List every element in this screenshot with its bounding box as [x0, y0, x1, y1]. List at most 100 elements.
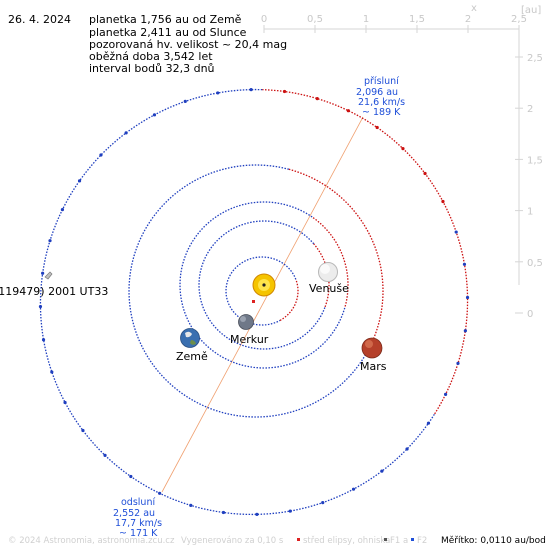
asteroid-orbit-point [103, 453, 107, 457]
x-tick-label: 1 [363, 14, 369, 25]
mars-label: Mars [360, 360, 387, 373]
scale-label: Měřítko: 0,0110 au/bod [441, 536, 546, 546]
mercury-disc [238, 314, 254, 330]
asteroid-orbit-point [401, 147, 405, 151]
earth-cloud [185, 331, 192, 338]
asteroid-orbit-point [63, 400, 67, 405]
asteroid-orbit-point [48, 239, 52, 243]
mars-disc [361, 337, 383, 359]
asteroid-orbit-point [456, 361, 460, 365]
asteroid-orbit-point [255, 512, 259, 516]
asteroid-orbit-point [426, 421, 431, 425]
asteroid-orbit-point [441, 199, 445, 204]
perihelion-speed: 21,6 km/s [358, 97, 405, 108]
sun-focus-marker [262, 283, 266, 287]
asteroid-orbit-point [129, 474, 133, 479]
asteroid-orbit-point [351, 487, 356, 491]
asteroid-orbit-point [81, 428, 85, 433]
asteroid-orbit-point [60, 208, 65, 212]
asteroid-orbit-point [249, 88, 253, 92]
legend-center-marker [297, 538, 300, 541]
ellipse-center-marker [252, 300, 255, 303]
venus: Venuše [309, 262, 349, 295]
asteroid-orbit-point [189, 503, 193, 507]
aphelion-distance: 2,552 au [113, 508, 155, 519]
mercury-highlight [240, 316, 246, 322]
asteroid-label: (119479) 2001 UT33 [0, 285, 108, 298]
x-axis-symbol: x [471, 3, 477, 14]
asteroid-orbit-point [443, 392, 448, 396]
asteroid-orbit-point [77, 179, 82, 183]
x-tick-label: 2 [465, 14, 471, 25]
right-scale: 2,521,510,50 [au] [515, 5, 543, 320]
venus-orbit-blue [198, 220, 326, 350]
asteroid-orbit-point [41, 338, 46, 342]
legend-f1-label: F1 a [390, 536, 408, 546]
y-tick-label: 2,5 [527, 53, 543, 64]
y-tick-label: 0 [527, 309, 533, 320]
asteroid-orbit-point [315, 97, 319, 101]
asteroid-orbit-point [346, 109, 350, 113]
aphelion-title: odsluní [121, 497, 155, 508]
info-line-period: oběžná doba 3,542 let [89, 50, 213, 63]
mercury-label: Merkur [230, 333, 269, 346]
asteroid-orbit-point [405, 447, 409, 451]
asteroid-marker [44, 271, 53, 280]
asteroid-orbit-point [50, 370, 54, 374]
legend-f2-marker [411, 538, 414, 541]
mercury: Merkur [230, 314, 269, 346]
asteroid-orbit-blue [39, 88, 436, 516]
right-scale-ticks: 2,5 2 1,5 1 0,5 0 [515, 53, 543, 320]
asteroid-orbit-point [423, 171, 427, 176]
perihelion-info: přísluní 2,096 au 21,6 km/s ~ 189 K [356, 76, 405, 118]
sun [252, 273, 276, 297]
asteroid-orbit-point [183, 99, 187, 103]
asteroid-orbit-point [465, 295, 470, 300]
asteroid-orbit-point [152, 113, 157, 117]
footer-render-time: Vygenerováno za 0,10 s [181, 536, 284, 546]
asteroid: (119479) 2001 UT33 [0, 271, 108, 298]
legend-center-label: střed elipsy, ohniska [303, 536, 390, 546]
info-line-interval: interval bodů 32,3 dnů [89, 62, 215, 75]
x-tick-label: 1,5 [409, 14, 425, 25]
asteroid-orbit-point [99, 153, 103, 157]
legend-f2-label: F2 [417, 536, 427, 546]
asteroid-orbit-point [38, 304, 43, 309]
orbits [38, 88, 470, 516]
aphelion-temperature: ~ 171 K [119, 528, 158, 539]
asteroid-orbit-point [454, 230, 458, 234]
footer: © 2024 Astronomia, astronomia.zcu.cz Vyg… [8, 536, 546, 546]
x-tick-label: 0 [261, 14, 267, 25]
asteroid-orbit-point [124, 131, 128, 135]
y-tick-label: 2 [527, 104, 533, 115]
perihelion-title: přísluní [364, 76, 399, 87]
perihelion-temperature: ~ 189 K [362, 107, 401, 118]
y-tick-label: 1 [527, 207, 533, 218]
info-line-distance-sun: planetka 2,411 au od Slunce [89, 26, 247, 39]
earth-disc [180, 328, 200, 348]
mars: Mars [360, 337, 387, 373]
asteroid-orbit-point [158, 491, 162, 495]
apsides-line [161, 116, 364, 493]
asteroid-orbit-point [282, 89, 287, 94]
asteroid-orbit-point [41, 271, 45, 275]
asteroid-orbit-point [321, 501, 325, 505]
footer-copyright: © 2024 Astronomia, astronomia.zcu.cz [8, 536, 175, 546]
perihelion-distance: 2,096 au [356, 87, 398, 98]
y-tick-label: 0,5 [527, 258, 543, 269]
info-line-magnitude: pozorovaná hv. velikost ~ 20,4 mag [89, 38, 287, 51]
asteroid-orbit-point [462, 262, 467, 266]
mars-highlight [365, 340, 373, 348]
mercury-orbit-red [279, 279, 299, 322]
aphelion-info: odsluní 2,552 au 17,7 km/s ~ 171 K [113, 497, 162, 539]
mars-orbit-red [288, 168, 384, 345]
y-tick-label: 1,5 [527, 155, 543, 166]
venus-label: Venuše [309, 282, 349, 295]
earth: Země [176, 328, 208, 363]
aphelion-speed: 17,7 km/s [115, 518, 162, 529]
info-line-distance-earth: planetka 1,756 au od Země [89, 13, 242, 26]
